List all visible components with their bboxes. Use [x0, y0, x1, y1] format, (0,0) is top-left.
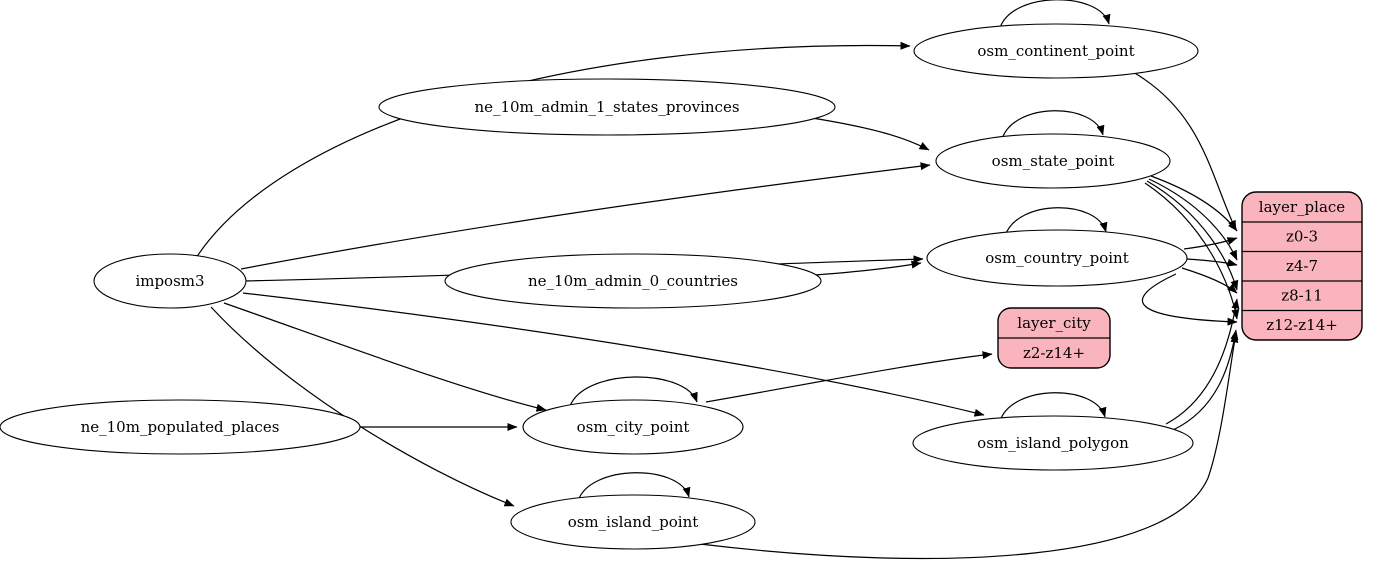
edge-osm-continent-point-layer-place-z0-3 — [1132, 71, 1237, 231]
node-osm-continent-point: osm_continent_point — [913, 23, 1199, 79]
node-ne-10m-admin-1-states-provinces-label: ne_10m_admin_1_states_provinces — [474, 98, 739, 116]
edge-osm-city-point-layer-city-z2 — [705, 351, 993, 403]
edge-osm-country-point-layer-place-z4-7 — [1186, 258, 1238, 267]
node-osm-city-point-label: osm_city_point — [577, 418, 690, 436]
selfloop-osm-state-point — [1001, 110, 1105, 140]
node-osm-continent-point-label: osm_continent_point — [977, 42, 1134, 60]
record-layer-city: layer_city z2-z14+ — [997, 307, 1111, 369]
edge-osm-country-point-layer-place-z12-z14 — [1142, 273, 1238, 326]
node-imposm3-label: imposm3 — [135, 272, 204, 290]
edge-osm-island-point-layer-place-z12-z14 — [699, 332, 1239, 560]
edge-ne-10m-admin-0-countries-osm-country-point — [814, 260, 922, 276]
selfloop-osm-island-point — [577, 472, 691, 502]
node-osm-state-point: osm_state_point — [935, 133, 1171, 189]
edge-imposm3-osm-state-point — [240, 162, 931, 270]
edge-imposm3-osm-island-polygon — [242, 292, 985, 417]
edge-osm-state-point-layer-place-z0-3 — [1150, 175, 1238, 232]
node-osm-state-point-label: osm_state_point — [992, 152, 1115, 170]
selfloop-osm-city-point — [569, 376, 698, 407]
edge-osm-country-point-layer-place-z0-3 — [1183, 237, 1238, 250]
node-osm-city-point: osm_city_point — [522, 399, 744, 455]
record-layer-place-row-z12-z14: z12-z14+ — [1266, 316, 1338, 334]
record-layer-city-title: layer_city — [1017, 314, 1091, 332]
edge-imposm3-osm-continent-point — [195, 41, 911, 259]
node-imposm3: imposm3 — [93, 253, 247, 309]
node-ne-10m-admin-0-countries-label: ne_10m_admin_0_countries — [528, 272, 738, 290]
selfloop-osm-country-point — [1004, 207, 1108, 237]
node-osm-island-point-label: osm_island_point — [568, 513, 699, 531]
node-ne-10m-populated-places: ne_10m_populated_places — [0, 399, 361, 455]
record-layer-place-row-z4-7: z4-7 — [1286, 257, 1318, 275]
node-ne-10m-populated-places-label: ne_10m_populated_places — [81, 418, 280, 436]
edge-osm-state-point-layer-place-z4-7 — [1148, 178, 1238, 261]
record-layer-place: layer_place z0-3 z4-7 z8-11 z12-z14+ — [1241, 191, 1363, 341]
record-layer-place-row-z0-3: z0-3 — [1286, 228, 1318, 246]
record-layer-place-row-z8-11: z8-11 — [1281, 287, 1323, 305]
edge-imposm3-osm-city-point — [223, 302, 547, 412]
edges — [195, 0, 1240, 560]
selfloop-osm-island-polygon — [999, 392, 1107, 422]
node-osm-island-polygon: osm_island_polygon — [912, 415, 1194, 471]
node-osm-country-point-label: osm_country_point — [985, 249, 1129, 267]
record-layer-place-title: layer_place — [1259, 198, 1346, 216]
selfloop-osm-continent-point — [999, 0, 1111, 29]
node-osm-island-polygon-label: osm_island_polygon — [977, 434, 1129, 452]
node-osm-island-point: osm_island_point — [510, 494, 756, 550]
node-ne-10m-admin-0-countries: ne_10m_admin_0_countries — [444, 253, 822, 309]
record-layer-city-row-z2-z14: z2-z14+ — [1023, 344, 1085, 362]
edge-osm-island-polygon-layer-place-z8-11 — [1165, 298, 1240, 425]
edge-osm-island-polygon-layer-place-z12-z14 — [1172, 329, 1239, 431]
node-osm-country-point: osm_country_point — [926, 229, 1188, 287]
edge-ne-10m-admin-1-states-provinces-osm-state-point — [811, 117, 930, 151]
node-ne-10m-admin-1-states-provinces: ne_10m_admin_1_states_provinces — [378, 78, 836, 136]
edge-osm-country-point-layer-place-z8-11 — [1181, 267, 1238, 294]
edge-osm-state-point-layer-place-z8-11 — [1146, 180, 1239, 291]
